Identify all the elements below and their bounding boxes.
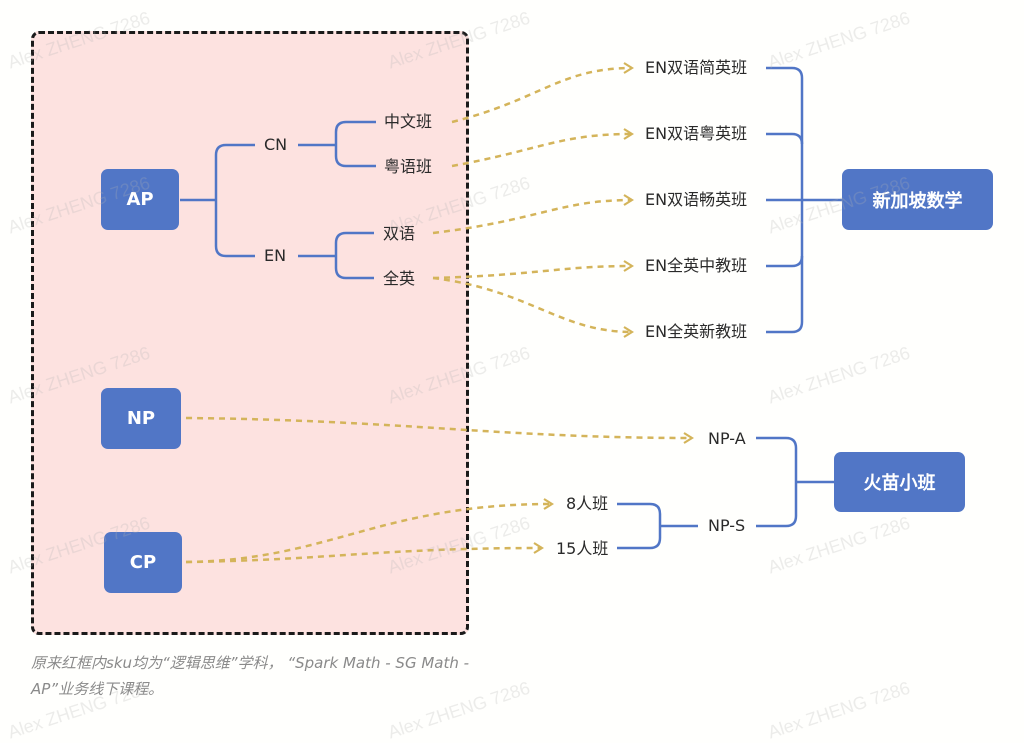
arrow-quanying-to-xinjiao	[432, 276, 632, 332]
arrow-cp-to-15ren	[185, 548, 542, 564]
sg-math-node: 新加坡数学	[842, 169, 993, 230]
en-label: EN	[264, 246, 287, 265]
nps-label: NP-S	[708, 516, 746, 535]
arrow-cp-to-8ren	[185, 504, 552, 564]
15ren-class-label: 15人班	[556, 539, 609, 558]
shuangyu-label: 双语	[383, 224, 416, 243]
zhongwen-class-label: 中文班	[384, 112, 433, 131]
legacy-sku-frame	[31, 31, 469, 635]
sg-item-5: EN全英新教班	[645, 322, 748, 341]
arrow-zhongwen-to-jianying	[451, 68, 632, 124]
yueyu-class-label: 粤语班	[384, 157, 433, 176]
frame-note: 原来红框内sku均为“逻辑思维”学科， “Spark Math - SG Mat…	[31, 654, 470, 698]
sg-item2-line	[766, 132, 804, 145]
sg-item-1: EN双语简英班	[645, 58, 748, 77]
arrow-shuangyu-to-changying	[432, 200, 632, 235]
cp-node: CP	[104, 532, 182, 593]
8ren-class-label: 8人班	[566, 494, 609, 513]
np-node: NP	[101, 388, 181, 449]
ap-node: AP	[101, 169, 179, 230]
sg-item-2: EN双语粤英班	[645, 124, 748, 143]
arrow-yueyu-to-yueying	[451, 134, 632, 168]
sg-item4-line	[766, 255, 804, 268]
arrow-quanying-to-zhongjiao	[432, 266, 632, 280]
ap-bracket	[214, 143, 255, 258]
arrow-np-to-npa	[185, 416, 692, 438]
hm-bracket	[756, 436, 798, 528]
cn-bracket	[334, 120, 376, 168]
npa-label: NP-A	[708, 429, 746, 448]
quanying-label: 全英	[383, 269, 416, 288]
huomiao-node: 火苗小班	[834, 452, 965, 512]
sg-item-4: EN全英中教班	[645, 256, 748, 275]
nps-bracket	[617, 502, 662, 550]
sg-item-3: EN双语畅英班	[645, 190, 748, 209]
cn-label: CN	[264, 135, 288, 154]
en-bracket	[334, 231, 374, 280]
